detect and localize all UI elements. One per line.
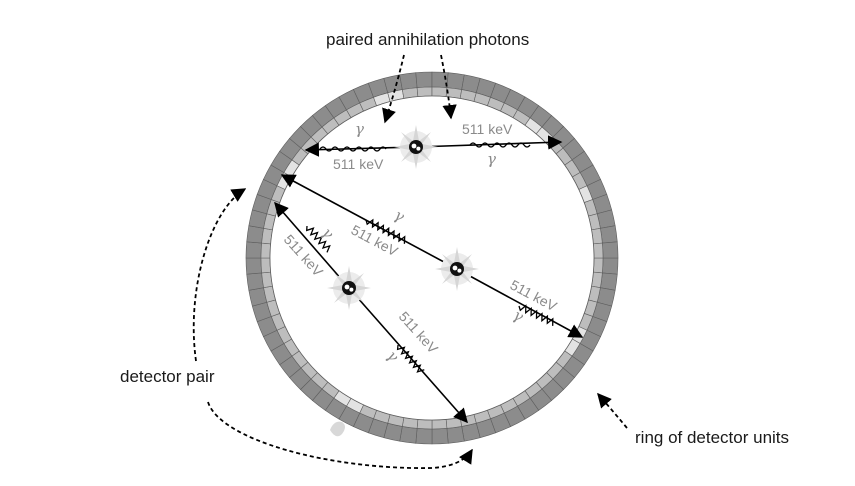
ring-bore <box>269 95 595 421</box>
annihilation-burst <box>435 247 479 291</box>
gamma-label: γ <box>487 150 496 168</box>
detector-unit-outer <box>399 426 418 444</box>
detector-unit-outer <box>415 71 433 88</box>
callout-arrow <box>440 54 457 120</box>
detector-unit-outer <box>399 72 418 90</box>
detector-unit <box>260 257 271 274</box>
photon-wave <box>319 146 387 152</box>
callout-arrows <box>192 54 628 469</box>
detector-unit-outer <box>245 257 262 275</box>
detector-unit <box>260 242 271 259</box>
detector-pair-label: detector pair <box>120 367 215 386</box>
detector-unit <box>431 86 448 97</box>
detector-unit-outer <box>602 257 619 275</box>
detector-unit-outer <box>602 241 619 259</box>
photon-wave <box>365 218 406 244</box>
photon-wave <box>305 225 331 253</box>
paired-annihilation-photons-label: paired annihilation photons <box>326 30 530 49</box>
detector-unit-outer <box>245 241 262 259</box>
detector-unit-outer <box>600 225 618 244</box>
detector-unit-outer <box>246 225 264 244</box>
detector-unit-outer <box>446 72 465 90</box>
callout-arrow <box>192 188 247 362</box>
annihilation-events <box>327 125 479 310</box>
photon-wave <box>396 344 425 373</box>
callout-arrow <box>207 401 473 469</box>
detector-unit <box>416 86 433 97</box>
gamma-label: γ <box>355 120 364 138</box>
photon-waves <box>305 142 554 373</box>
ring-of-detector-units-label: ring of detector units <box>635 428 790 447</box>
line-of-response-steep <box>274 201 350 289</box>
callout-arrow <box>597 392 628 429</box>
detector-unit-outer <box>246 272 264 291</box>
line-of-response-diagonal <box>456 268 584 338</box>
photon-wave <box>469 142 531 148</box>
detector-unit-outer <box>600 272 618 291</box>
faint-mark-icon <box>330 421 345 437</box>
detector-ring <box>245 71 619 445</box>
annihilation-burst <box>327 266 371 310</box>
detector-unit-outer <box>446 426 465 444</box>
energy-label: 511 keV <box>333 156 384 172</box>
detector-unit-outer <box>431 428 449 445</box>
detector-unit <box>593 257 604 274</box>
callout-arrow <box>382 54 405 124</box>
detector-unit <box>416 419 433 430</box>
line-of-response-steep <box>348 287 468 424</box>
detector-unit <box>593 242 604 259</box>
photon-wave <box>518 304 554 326</box>
annihilation-burst <box>394 125 438 169</box>
detector-unit <box>431 419 448 430</box>
energy-label: 511 keV <box>462 121 513 137</box>
line-of-response-top <box>415 135 563 150</box>
detector-unit-outer <box>415 428 433 445</box>
